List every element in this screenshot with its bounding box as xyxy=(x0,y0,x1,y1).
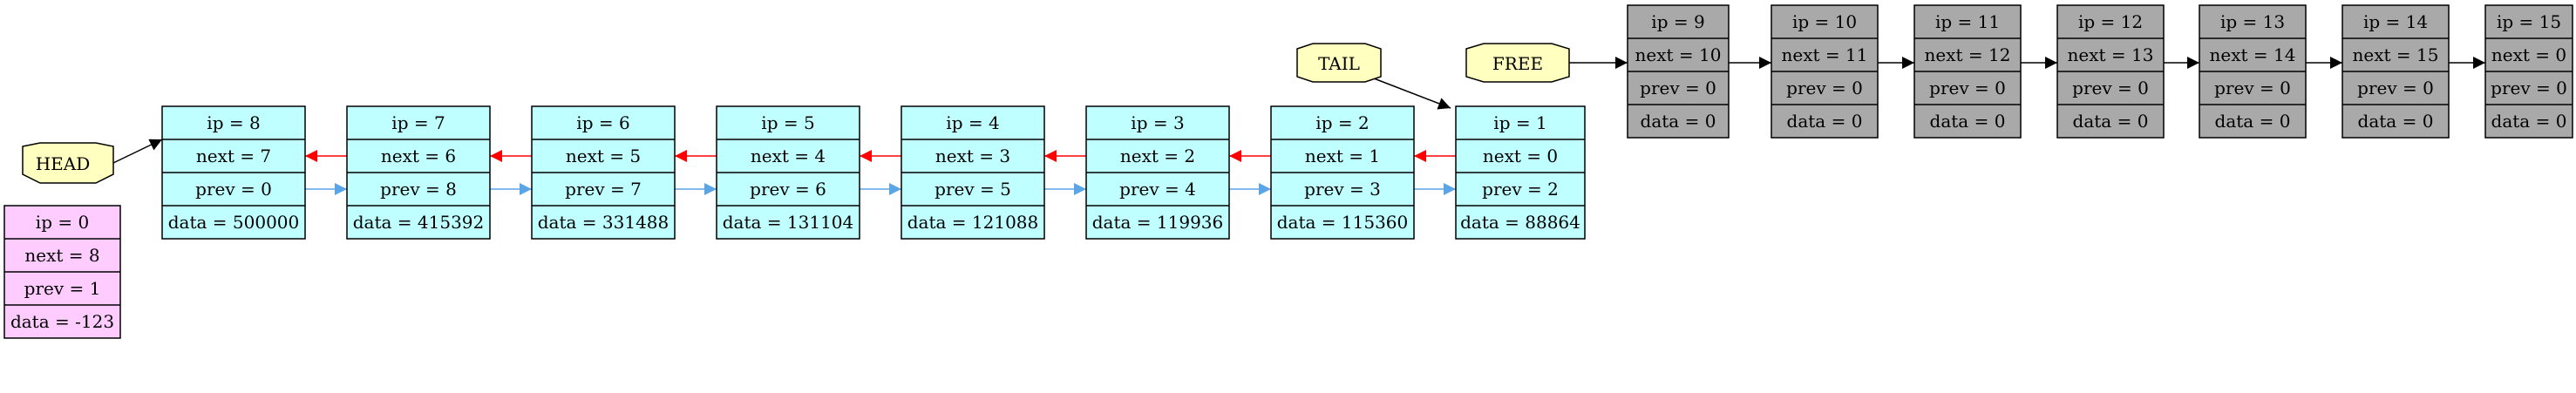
ip-field: ip = 11 xyxy=(1935,11,2000,32)
ip-field: ip = 15 xyxy=(2497,11,2561,32)
data-field: data = 331488 xyxy=(538,212,669,233)
node-n13: ip = 13 next = 14 prev = 0 data = 0 xyxy=(2199,4,2307,139)
free-marker-shape xyxy=(1465,43,1570,83)
data-field: data = 121088 xyxy=(907,212,1039,233)
next-field: next = 4 xyxy=(751,146,826,166)
data-field: data = 88864 xyxy=(1460,212,1580,233)
data-field: data = 131104 xyxy=(723,212,854,233)
node-n4: ip = 4 next = 3 prev = 5 data = 121088 xyxy=(901,105,1045,240)
node-n12: ip = 12 next = 13 prev = 0 data = 0 xyxy=(2056,4,2165,139)
prev-field: prev = 0 xyxy=(195,179,272,200)
next-field: next = 8 xyxy=(24,245,99,266)
head-marker: HEAD xyxy=(22,142,114,184)
data-field: data = 0 xyxy=(2358,111,2434,132)
nodes-layer: ip = 0 next = 8 prev = 1 data = -123 ip = 8 n… xyxy=(3,4,2573,339)
data-field: data = 0 xyxy=(1787,111,1863,132)
next-field: next = 15 xyxy=(2353,44,2439,65)
next-field: next = 6 xyxy=(381,146,456,166)
tail-marker-shape xyxy=(1296,43,1382,83)
ip-field: ip = 10 xyxy=(1792,11,1857,32)
ip-field: ip = 2 xyxy=(1315,112,1369,133)
node-n5: ip = 5 next = 4 prev = 6 data = 131104 xyxy=(716,105,860,240)
prev-field: prev = 3 xyxy=(1304,179,1381,200)
prev-field: prev = 0 xyxy=(2491,78,2567,98)
node-n6: ip = 6 next = 5 prev = 7 data = 331488 xyxy=(531,105,676,240)
next-field: next = 12 xyxy=(1925,44,2011,65)
prev-field: prev = 0 xyxy=(1786,78,1863,98)
data-field: data = 115360 xyxy=(1277,212,1409,233)
prev-field: prev = 0 xyxy=(1929,78,2006,98)
prev-field: prev = 0 xyxy=(2357,78,2434,98)
next-field: next = 0 xyxy=(1483,146,1558,166)
data-field: data = 0 xyxy=(2215,111,2291,132)
prev-field: prev = 0 xyxy=(2214,78,2291,98)
ip-field: ip = 8 xyxy=(207,112,260,133)
head-marker-shape xyxy=(22,142,114,184)
ip-field: ip = 13 xyxy=(2220,11,2285,32)
data-field: data = 119936 xyxy=(1092,212,1224,233)
ip-field: ip = 14 xyxy=(2363,11,2428,32)
node-n7: ip = 7 next = 6 prev = 8 data = 415392 xyxy=(346,105,491,240)
edge-head-pointer xyxy=(112,139,163,164)
ip-field: ip = 7 xyxy=(391,112,445,133)
node-n1: ip = 1 next = 0 prev = 2 data = 88864 xyxy=(1455,105,1586,240)
next-field: next = 13 xyxy=(2068,44,2154,65)
next-field: next = 10 xyxy=(1635,44,1722,65)
edge-tail-pointer xyxy=(1373,78,1451,110)
node-n9: ip = 9 next = 10 prev = 0 data = 0 xyxy=(1627,4,1730,139)
next-field: next = 0 xyxy=(2491,44,2566,65)
tail-label: TAIL xyxy=(1318,53,1360,74)
node-n0: ip = 0 next = 8 prev = 1 data = -123 xyxy=(3,205,121,339)
prev-field: prev = 0 xyxy=(1640,78,1716,98)
ip-field: ip = 4 xyxy=(946,112,999,133)
next-field: next = 3 xyxy=(935,146,1010,166)
free-marker: FREE xyxy=(1465,43,1570,83)
prev-field: prev = 6 xyxy=(750,179,826,200)
edges-layer xyxy=(112,57,2485,195)
next-field: next = 1 xyxy=(1305,146,1380,166)
next-field: next = 7 xyxy=(196,146,271,166)
node-n15: ip = 15 next = 0 prev = 0 data = 0 xyxy=(2484,4,2573,139)
ip-field: ip = 0 xyxy=(36,212,89,233)
ip-field: ip = 3 xyxy=(1131,112,1184,133)
data-field: data = 0 xyxy=(2073,111,2149,132)
next-field: next = 14 xyxy=(2210,44,2296,65)
node-n14: ip = 14 next = 15 prev = 0 data = 0 xyxy=(2342,4,2450,139)
prev-field: prev = 5 xyxy=(935,179,1011,200)
prev-field: prev = 8 xyxy=(380,179,457,200)
node-n8: ip = 8 next = 7 prev = 0 data = 500000 xyxy=(161,105,306,240)
node-n11: ip = 11 next = 12 prev = 0 data = 0 xyxy=(1913,4,2022,139)
tail-marker: TAIL xyxy=(1296,43,1382,83)
data-field: data = 415392 xyxy=(353,212,485,233)
ip-field: ip = 1 xyxy=(1493,112,1546,133)
next-field: next = 5 xyxy=(566,146,641,166)
ip-field: ip = 5 xyxy=(761,112,814,133)
ip-field: ip = 9 xyxy=(1651,11,1704,32)
prev-field: prev = 0 xyxy=(2072,78,2149,98)
node-n2: ip = 2 next = 1 prev = 3 data = 115360 xyxy=(1270,105,1415,240)
data-field: data = 0 xyxy=(1930,111,2006,132)
prev-field: prev = 7 xyxy=(565,179,642,200)
next-field: next = 2 xyxy=(1120,146,1195,166)
prev-field: prev = 2 xyxy=(1482,179,1559,200)
prev-field: prev = 1 xyxy=(24,278,101,299)
data-field: data = 0 xyxy=(2491,111,2567,132)
prev-field: prev = 4 xyxy=(1119,179,1196,200)
data-field: data = 0 xyxy=(1641,111,1716,132)
ip-field: ip = 6 xyxy=(576,112,629,133)
node-n3: ip = 3 next = 2 prev = 4 data = 119936 xyxy=(1085,105,1230,240)
ip-field: ip = 12 xyxy=(2078,11,2143,32)
data-field: data = -123 xyxy=(10,311,114,332)
node-n10: ip = 10 next = 11 prev = 0 data = 0 xyxy=(1771,4,1879,139)
data-field: data = 500000 xyxy=(168,212,300,233)
free-label: FREE xyxy=(1492,53,1543,74)
head-label: HEAD xyxy=(36,153,91,174)
next-field: next = 11 xyxy=(1782,44,1868,65)
